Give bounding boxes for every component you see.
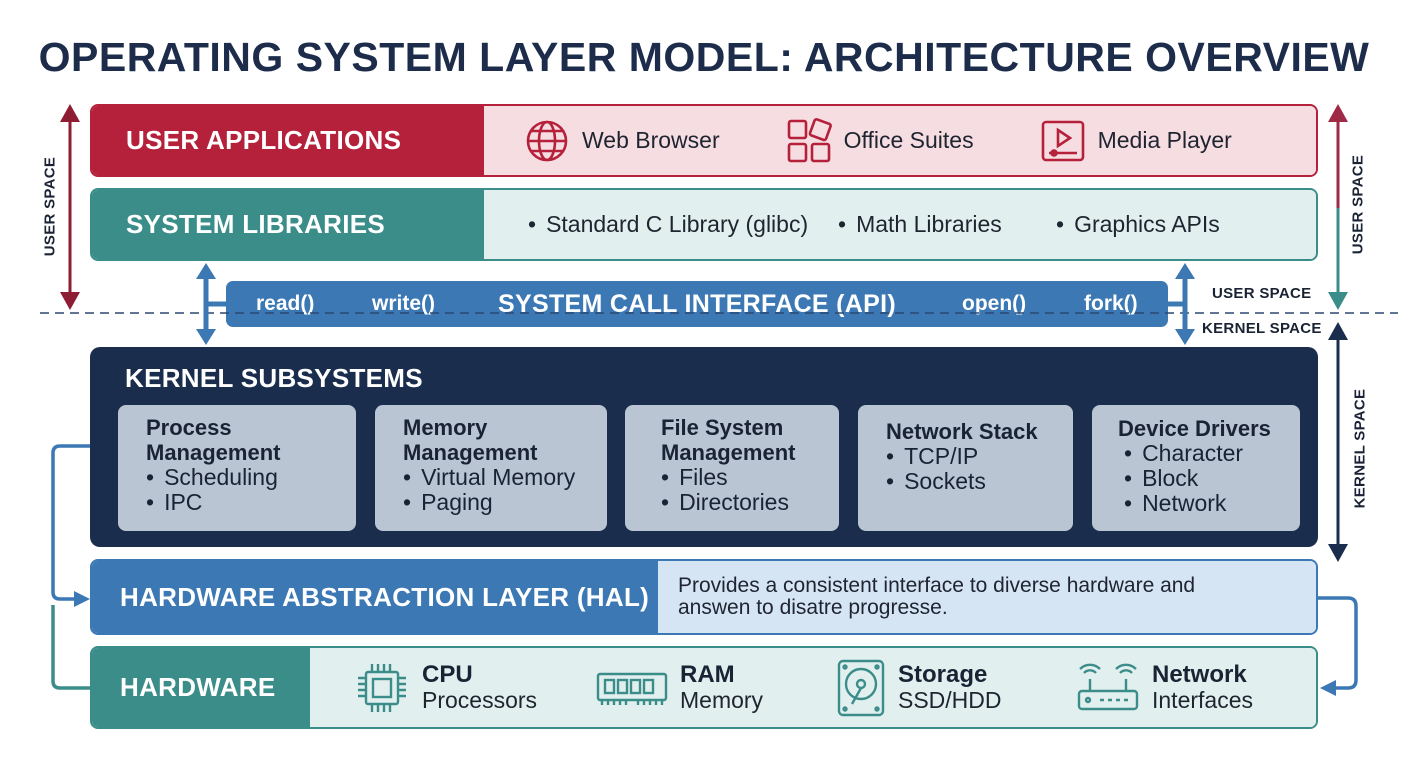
- hardware-subtitle: SSD/HDD: [898, 687, 1002, 713]
- hardware-layer: HARDWARE CPU Processors: [90, 646, 1318, 729]
- user-space-right-arrow: [1328, 104, 1348, 310]
- subsystem-memory-management: Memory Management Virtual Memory Paging: [375, 405, 607, 531]
- hardware-network: Network Interfaces: [1076, 648, 1253, 727]
- hardware-subtitle: Processors: [422, 687, 538, 713]
- library-item: •Standard C Library (glibc): [528, 211, 809, 237]
- user-applications-items: Web Browser Office Suites: [484, 106, 1316, 175]
- hardware-title: RAM: [680, 661, 735, 688]
- cpu-chip-icon: [358, 663, 406, 712]
- kernel-space-boundary-label: KERNEL SPACE: [1202, 320, 1322, 337]
- hal-label: HARDWARE ABSTRACTION LAYER (HAL): [92, 561, 658, 633]
- hardware-subtitle: Memory: [680, 687, 764, 713]
- hardware-cpu: CPU Processors: [354, 648, 537, 727]
- system-libraries-layer: SYSTEM LIBRARIES •Standard C Library (gl…: [90, 188, 1318, 261]
- subsystem-item: Scheduling: [146, 465, 356, 490]
- subsystem-title: Management: [146, 440, 281, 465]
- hardware-title: CPU: [422, 661, 473, 688]
- syscall-write: write(): [372, 292, 435, 315]
- subsystem-item: TCP/IP: [886, 444, 1073, 469]
- app-office-suites: Office Suites: [786, 117, 974, 164]
- subsystem-item: Network: [1124, 491, 1300, 516]
- syscall-fork: fork(): [1084, 292, 1138, 315]
- syscall-right-arrow: [1168, 263, 1195, 345]
- user-applications-label: USER APPLICATIONS: [92, 106, 484, 175]
- hardware-storage: Storage SSD/HDD: [836, 648, 1002, 727]
- syscall-title: SYSTEM CALL INTERFACE (API): [498, 290, 896, 318]
- system-libraries-label: SYSTEM LIBRARIES: [92, 190, 484, 259]
- hal-description: Provides a consistent interface to diver…: [658, 561, 1316, 633]
- subsystem-file-system-management: File System Management Files Directories: [625, 405, 839, 531]
- subsystem-title: File System: [661, 415, 784, 440]
- subsystem-process-management: Process Management Scheduling IPC: [118, 405, 356, 531]
- user-space-left-arrow: [60, 104, 80, 310]
- hardware-items: CPU Processors RAM Memory: [310, 648, 1316, 727]
- library-item: •Graphics APIs: [1056, 211, 1220, 237]
- app-label: Office Suites: [843, 127, 974, 153]
- subsystem-device-drivers: Device Drivers Character Block Network: [1092, 405, 1300, 531]
- library-item: •Math Libraries: [838, 211, 1002, 237]
- play-icon: [1041, 120, 1084, 161]
- user-applications-layer: USER APPLICATIONS Web Browser: [90, 104, 1318, 177]
- kernel-subsystems-layer: KERNEL SUBSYSTEMS Process Management Sch…: [90, 347, 1318, 547]
- subsystem-item: Block: [1124, 466, 1300, 491]
- subsystem-item: Paging: [403, 490, 607, 515]
- globe-icon: [526, 120, 568, 161]
- hardware-title: Network: [1152, 661, 1247, 688]
- subsystem-network-stack: Network Stack TCP/IP Sockets: [858, 405, 1073, 531]
- kernel-space-right-arrow: [1328, 322, 1348, 562]
- hal-layer: HARDWARE ABSTRACTION LAYER (HAL) Provide…: [90, 559, 1318, 635]
- subsystem-item: Character: [1124, 441, 1300, 466]
- ram-module-icon: [596, 672, 668, 705]
- app-web-browser: Web Browser: [524, 118, 720, 164]
- grid-apps-icon: [787, 117, 832, 162]
- hardware-label: HARDWARE: [92, 648, 310, 727]
- app-media-player: Media Player: [1040, 118, 1232, 164]
- diagram-title: OPERATING SYSTEM LAYER MODEL: ARCHITECTU…: [38, 34, 1370, 80]
- kernel-label: KERNEL SUBSYSTEMS: [125, 363, 423, 393]
- subsystem-title: Device Drivers: [1118, 416, 1271, 441]
- hard-drive-icon: [837, 659, 885, 716]
- hal-description-line: answen to disatre progresse.: [678, 596, 948, 619]
- subsystem-item: Virtual Memory: [403, 465, 607, 490]
- system-call-interface: SYSTEM CALL INTERFACE (API) read() write…: [226, 281, 1168, 327]
- hardware-ram: RAM Memory: [596, 648, 763, 727]
- user-space-boundary-label: USER SPACE: [1212, 285, 1312, 302]
- left-loop-connector: [51, 444, 90, 690]
- syscall-left-arrow: [196, 263, 226, 345]
- subsystem-item: Directories: [661, 490, 839, 515]
- hardware-title: Storage: [898, 661, 988, 688]
- subsystem-title: Management: [403, 440, 538, 465]
- right-loop-connector: [1318, 596, 1358, 696]
- subsystem-title: Memory: [403, 415, 488, 440]
- syscall-open: open(): [962, 292, 1027, 315]
- subsystem-title: Network Stack: [886, 419, 1038, 444]
- hal-description-line: Provides a consistent interface to diver…: [678, 574, 1196, 597]
- app-label: Media Player: [1097, 127, 1232, 153]
- subsystem-item: Files: [661, 465, 839, 490]
- router-icon: [1077, 663, 1139, 710]
- syscall-read: read(): [256, 292, 315, 315]
- subsystem-title: Management: [661, 440, 796, 465]
- subsystem-title: Process: [146, 415, 232, 440]
- system-libraries-items: •Standard C Library (glibc) •Math Librar…: [484, 190, 1316, 259]
- hardware-subtitle: Interfaces: [1152, 687, 1253, 713]
- subsystem-item: IPC: [146, 490, 356, 515]
- app-label: Web Browser: [582, 127, 720, 153]
- subsystem-item: Sockets: [886, 469, 1073, 494]
